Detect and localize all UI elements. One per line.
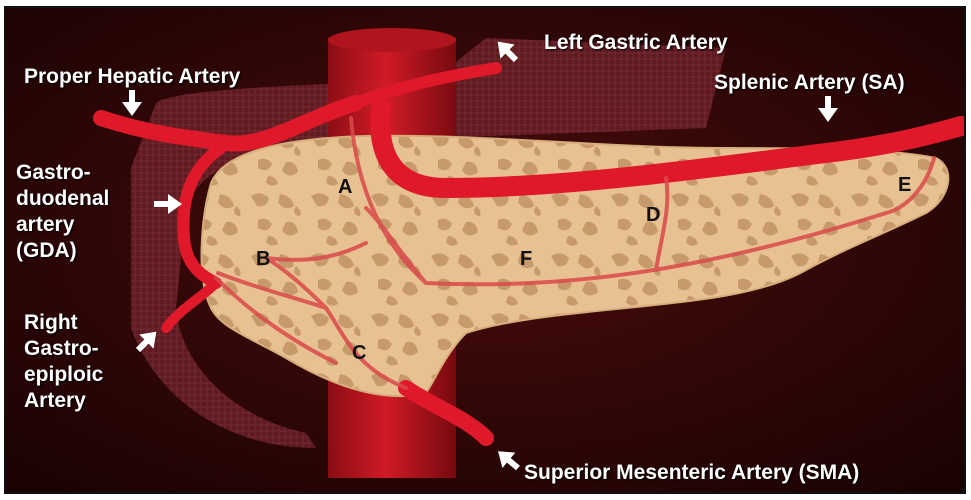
segment-label-d: D xyxy=(646,204,660,226)
label-proper-hepatic-artery: Proper Hepatic Artery xyxy=(24,64,240,90)
segment-label-a: A xyxy=(338,176,352,198)
segment-label-f: F xyxy=(520,248,532,270)
label-gastroduodenal-artery: Gastro- duodenal artery (GDA) xyxy=(16,160,109,264)
label-splenic-artery: Splenic Artery (SA) xyxy=(714,70,905,96)
label-gda-line-1: Gastro- xyxy=(16,160,109,186)
label-rgea-line-1: Right xyxy=(24,310,103,336)
label-rgea-line-2: Gastro- xyxy=(24,336,103,362)
segment-label-c: C xyxy=(352,342,366,364)
segment-label-e: E xyxy=(898,174,911,196)
aorta-top xyxy=(328,28,456,52)
diagram-frame: Left Gastric Artery Proper Hepatic Arter… xyxy=(4,6,966,494)
label-gda-line-2: duodenal xyxy=(16,186,109,212)
label-left-gastric-artery: Left Gastric Artery xyxy=(544,30,728,56)
label-rgea-line-4: Artery xyxy=(24,388,103,414)
label-rgea-line-3: epiploic xyxy=(24,362,103,388)
label-right-gastroepiploic-artery: Right Gastro- epiploic Artery xyxy=(24,310,103,414)
label-superior-mesenteric-artery: Superior Mesenteric Artery (SMA) xyxy=(524,460,859,486)
label-gda-line-4: (GDA) xyxy=(16,238,109,264)
label-gda-line-3: artery xyxy=(16,212,109,238)
segment-label-b: B xyxy=(256,248,270,270)
